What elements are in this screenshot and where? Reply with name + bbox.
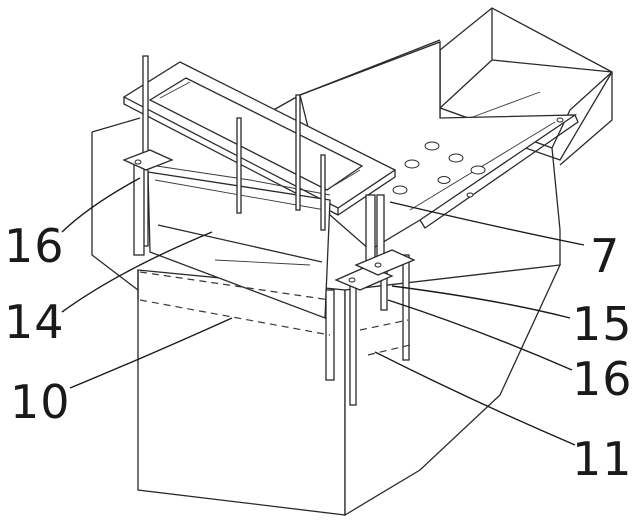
plate-holes [392,117,564,198]
label-7: 7 [590,229,620,283]
hidden-lines [139,271,411,356]
top-frame [122,61,397,216]
reference-numerals: 16 14 10 7 15 16 11 [4,219,633,486]
label-10: 10 [10,375,71,429]
label-14: 14 [4,295,65,349]
leader-lines [61,177,585,446]
label-16-right: 16 [572,352,633,406]
lower-box [91,117,562,517]
label-16-left: 16 [4,219,65,273]
label-11: 11 [572,432,633,486]
brackets [122,149,416,291]
guide-rods [133,55,410,406]
label-15: 15 [572,297,633,351]
